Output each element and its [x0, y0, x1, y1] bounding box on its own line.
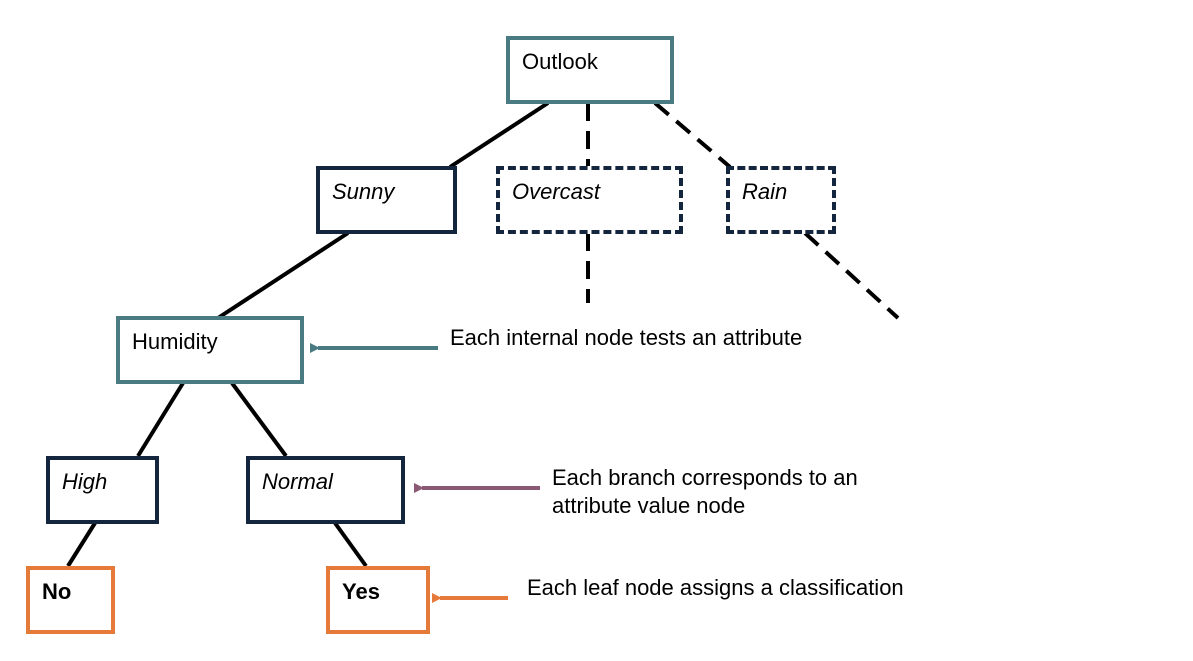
node-outlook: Outlook — [506, 36, 674, 104]
edge-high-no — [66, 521, 97, 568]
node-yes: Yes — [326, 566, 430, 634]
node-outlook-label: Outlook — [522, 49, 598, 74]
node-sunny-label: Sunny — [332, 179, 395, 204]
edge-humidity-normal — [230, 381, 288, 458]
node-sunny: Sunny — [316, 166, 457, 234]
internal-node-callout: Each internal node tests an attribute — [450, 325, 803, 350]
node-no: No — [26, 566, 115, 634]
edge-outlook-sunny — [448, 101, 550, 169]
branch-callout-line-2: attribute value node — [552, 493, 746, 518]
edge-outlook-rain — [653, 101, 732, 169]
leaf-node-callout: Each leaf node assigns a classification — [527, 575, 904, 600]
node-yes-label: Yes — [342, 579, 380, 604]
node-overcast-label: Overcast — [512, 179, 601, 204]
node-normal-label: Normal — [262, 469, 333, 494]
node-high: High — [46, 456, 159, 524]
node-humidity: Humidity — [116, 316, 304, 384]
node-rain: Rain — [726, 166, 836, 234]
node-high-label: High — [62, 469, 108, 494]
node-no-label: No — [42, 579, 72, 604]
branch-callout-line-1: Each branch corresponds to an — [552, 465, 858, 490]
edge-rain-continue — [803, 231, 900, 320]
edge-sunny-humidity — [216, 231, 350, 320]
edge-humidity-high — [136, 381, 185, 458]
node-humidity-label: Humidity — [132, 329, 218, 354]
node-overcast: Overcast — [496, 166, 683, 234]
branch-callout: Each branch corresponds to an attribute … — [552, 464, 858, 520]
node-normal: Normal — [246, 456, 405, 524]
node-rain-label: Rain — [742, 179, 788, 204]
edge-normal-yes — [333, 521, 368, 568]
